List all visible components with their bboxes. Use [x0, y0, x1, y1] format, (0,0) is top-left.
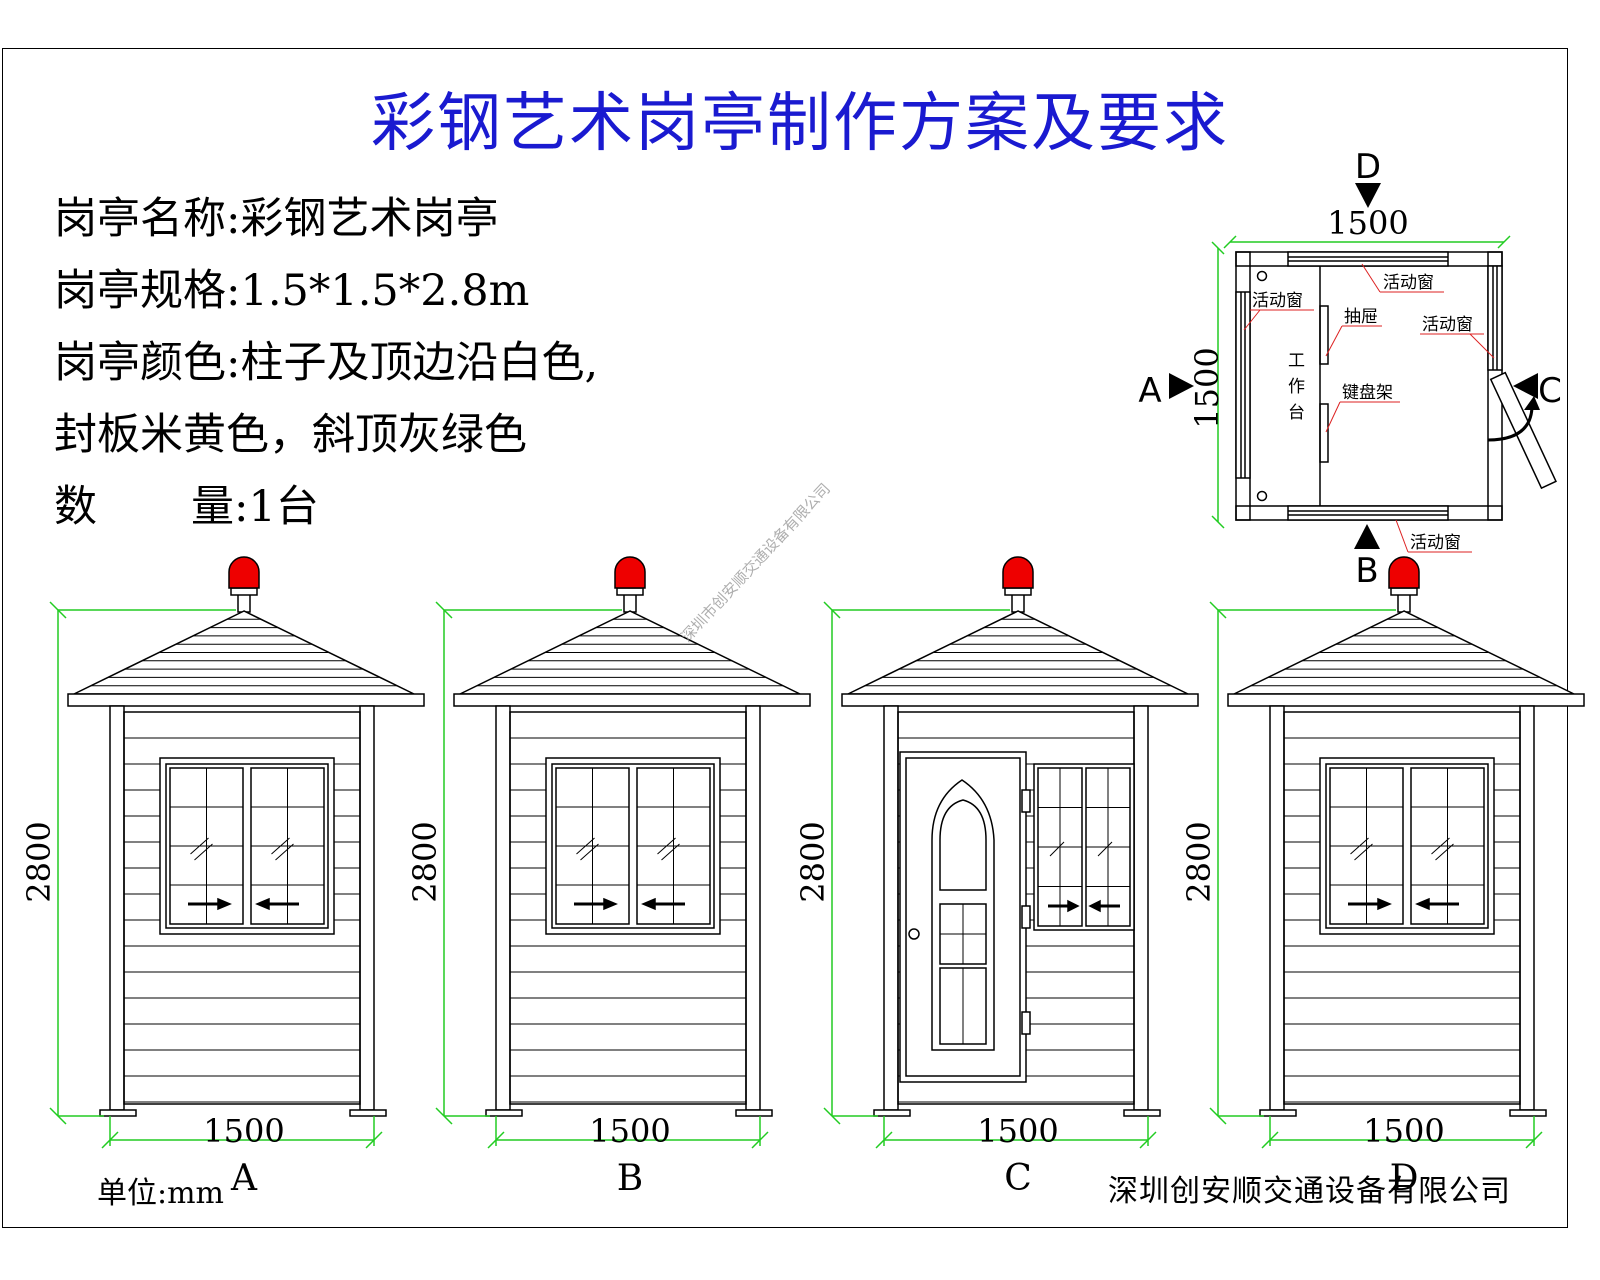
- width-dim-text: 1500: [1363, 1112, 1444, 1150]
- wall-panel: [123, 711, 361, 1105]
- beacon-light: [228, 556, 260, 589]
- door-hinge: [1021, 905, 1031, 929]
- height-dimension: [1209, 601, 1396, 1125]
- note-window-bottom: 活动窗: [1410, 533, 1461, 553]
- width-dimension: [101, 1116, 383, 1149]
- spec-name: 岗亭名称:彩钢艺术岗亭: [54, 194, 499, 244]
- plan-arrow-d: [1355, 183, 1381, 208]
- post-left: [883, 705, 899, 1111]
- foot-left: [99, 1109, 137, 1117]
- elevation-c: [841, 556, 1199, 1117]
- elevation-label: D: [1390, 1158, 1419, 1199]
- width-dim-text: 1500: [203, 1112, 284, 1150]
- elevation-b: [453, 556, 811, 1117]
- beacon-base: [1397, 593, 1411, 613]
- foot-right: [1123, 1109, 1161, 1117]
- plan-label-a: A: [1138, 371, 1161, 411]
- width-dim-text: 1500: [977, 1112, 1058, 1150]
- door-hinge: [1021, 789, 1031, 813]
- elevation-d: [1227, 556, 1585, 1117]
- plan-arrow-b: [1354, 524, 1380, 549]
- spec-color: 岗亭颜色:柱子及顶边沿白色,: [54, 338, 599, 388]
- beacon-base: [237, 593, 251, 613]
- height-dimension: [823, 601, 1010, 1125]
- foot-right: [349, 1109, 387, 1117]
- door-arch-glass: [939, 799, 987, 891]
- elevation-a: [67, 556, 425, 1117]
- beacon-light: [1388, 556, 1420, 589]
- elevation-label: C: [1004, 1158, 1032, 1199]
- wall-panel: [509, 711, 747, 1105]
- roof-eave: [67, 693, 425, 707]
- foot-left: [1259, 1109, 1297, 1117]
- plan-label-b: B: [1355, 551, 1378, 591]
- post-left: [109, 705, 125, 1111]
- note-desk-2: 作: [1288, 377, 1305, 397]
- height-dim-text: 2800: [20, 821, 58, 902]
- width-dimension: [875, 1116, 1157, 1149]
- height-dimension: [435, 601, 622, 1125]
- beacon-base: [623, 593, 637, 613]
- note-window-left: 活动窗: [1252, 291, 1303, 311]
- width-dimension: [487, 1116, 769, 1149]
- post-left: [495, 705, 511, 1111]
- note-window-top: 活动窗: [1383, 273, 1434, 293]
- height-dimension: [49, 601, 236, 1125]
- roof-eave: [1227, 693, 1585, 707]
- note-desk-1: 工: [1288, 351, 1305, 371]
- unit-note: 单位:mm: [97, 1176, 225, 1211]
- post-right: [359, 705, 375, 1111]
- quantity-label-b: 量:1台: [191, 482, 319, 532]
- quantity-label-a: 数: [54, 482, 97, 532]
- roof-eave: [453, 693, 811, 707]
- beacon-base: [1011, 593, 1025, 613]
- height-dim-text: 2800: [1180, 821, 1218, 902]
- plan-arrow-a: [1169, 373, 1194, 399]
- height-dim-text: 2800: [794, 821, 832, 902]
- foot-right: [735, 1109, 773, 1117]
- elevation-label: A: [230, 1158, 258, 1199]
- spec-quantity: 数 量:1台: [54, 472, 319, 534]
- elevation-label: B: [617, 1158, 643, 1199]
- note-drawer: 抽屉: [1344, 307, 1378, 327]
- plan-label-c: C: [1538, 371, 1562, 411]
- foot-left: [485, 1109, 523, 1117]
- post-right: [1519, 705, 1535, 1111]
- spec-color-cont: 封板米黄色，斜顶灰绿色: [54, 410, 527, 460]
- post-right: [745, 705, 761, 1111]
- spec-size: 岗亭规格:1.5*1.5*2.8m: [54, 266, 530, 316]
- plan-label-d: D: [1355, 147, 1381, 187]
- plan-arrow-c: [1513, 373, 1538, 399]
- foot-left: [873, 1109, 911, 1117]
- width-dim-text: 1500: [589, 1112, 670, 1150]
- post-right: [1133, 705, 1149, 1111]
- plan-notes: 活动窗 活动窗 抽屉 活动窗 键盘架 活动窗 工 作 台: [1243, 263, 1495, 553]
- height-dim-text: 2800: [406, 821, 444, 902]
- note-desk-3: 台: [1288, 403, 1305, 423]
- plan-dim-width: 1500: [1327, 204, 1408, 242]
- wall-panel: [1283, 711, 1521, 1105]
- page-title: 彩钢艺术岗亭制作方案及要求: [371, 87, 1229, 161]
- door-handle: [908, 928, 920, 940]
- door-hinge: [1021, 1011, 1031, 1035]
- note-keyboard: 键盘架: [1342, 383, 1393, 403]
- roof-eave: [841, 693, 1199, 707]
- door-swing-arrow: [1487, 407, 1534, 442]
- beacon-light: [1002, 556, 1034, 589]
- post-left: [1269, 705, 1285, 1111]
- width-dimension: [1261, 1116, 1543, 1149]
- company-name: 深圳创安顺交通设备有限公司: [1108, 1174, 1511, 1209]
- plan-dim-depth: 1500: [1188, 347, 1226, 428]
- note-window-right: 活动窗: [1422, 315, 1473, 335]
- drawing-frame: [2, 48, 1568, 1228]
- foot-right: [1509, 1109, 1547, 1117]
- beacon-light: [614, 556, 646, 589]
